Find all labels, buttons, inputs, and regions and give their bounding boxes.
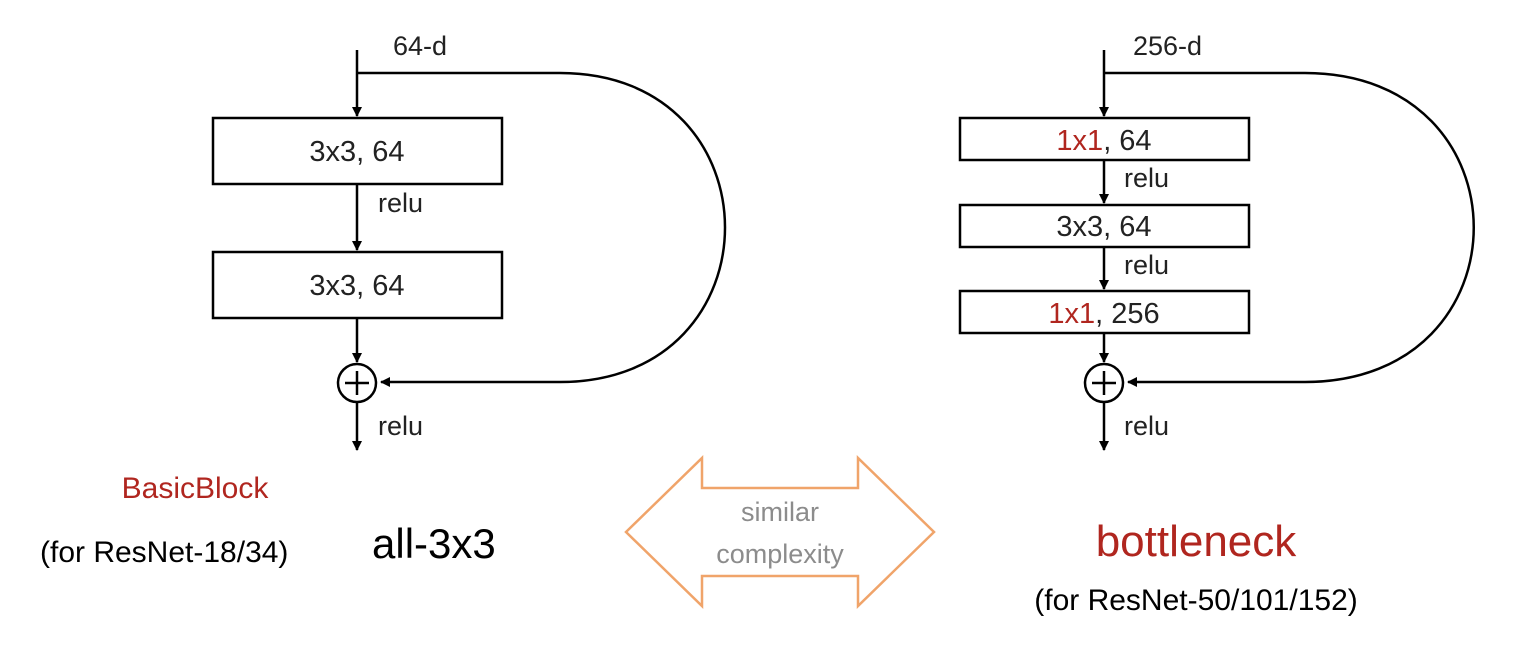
complexity-label: complexity	[716, 539, 844, 569]
bottleneck-layer3-rest: , 256	[1095, 298, 1160, 330]
basic-skip-connection	[357, 71, 727, 387]
bottleneck-relu-1: relu	[1124, 163, 1169, 193]
bottleneck-usage: (for ResNet-50/101/152)	[1034, 584, 1358, 617]
basic-layer1-label: 3x3, 64	[309, 136, 404, 168]
basic-layer2-label: 3x3, 64	[309, 270, 404, 302]
bottleneck-layer3-label: 1x1, 256	[1048, 298, 1159, 330]
bottleneck-layer3-box	[958, 289, 1251, 335]
bottleneck-skip-connection	[1104, 71, 1475, 387]
bottleneck-add-icon	[1083, 362, 1125, 404]
bottleneck-relu-out: relu	[1124, 411, 1169, 441]
bottleneck-layer2-label: 3x3, 64	[1056, 211, 1151, 243]
bottleneck-layer1-kernel: 1x1	[1056, 125, 1103, 157]
basicblock-usage: (for ResNet-18/34)	[40, 536, 288, 569]
bottleneck-layer1-label: 1x1, 64	[1056, 125, 1151, 157]
basic-layer2-box	[211, 250, 504, 320]
basic-layer1-box	[211, 116, 504, 186]
similar-label: similar	[741, 497, 819, 527]
basicblock-title: BasicBlock	[122, 472, 270, 505]
bottleneck-relu-2: relu	[1124, 250, 1169, 280]
basic-relu-1: relu	[378, 188, 423, 218]
bottleneck-block-diagram: 256-d 1x1, 64 relu 3x3, 64 relu 1x1, 256…	[958, 31, 1475, 451]
bottleneck-title: bottleneck	[1096, 517, 1298, 566]
all-3x3-caption: all-3x3	[372, 520, 496, 567]
basic-input-dim: 64-d	[393, 31, 447, 61]
bottleneck-input-dim: 256-d	[1133, 31, 1202, 61]
similar-complexity-double-arrow	[624, 455, 936, 609]
basic-relu-out: relu	[378, 411, 423, 441]
bottleneck-layer3-kernel: 1x1	[1048, 298, 1095, 330]
basic-block-diagram: 64-d 3x3, 64 relu 3x3, 64 relu	[211, 31, 727, 451]
bottleneck-layer1-rest: , 64	[1103, 125, 1151, 157]
basic-add-icon	[336, 362, 378, 404]
